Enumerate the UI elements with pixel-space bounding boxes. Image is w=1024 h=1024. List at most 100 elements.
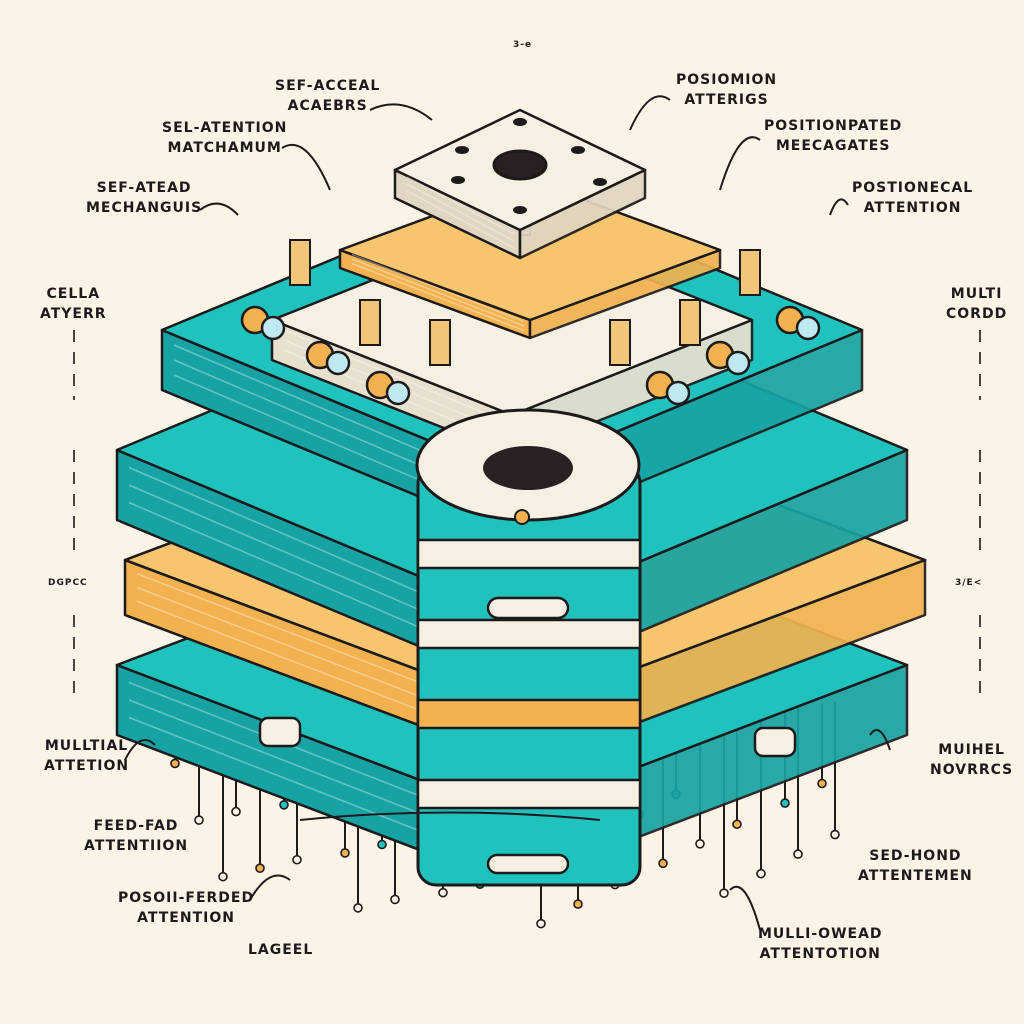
label-line: MUIHEL bbox=[938, 742, 1005, 758]
wire-node bbox=[194, 815, 204, 825]
roller-cap bbox=[665, 380, 691, 406]
label-line: MULLI-OWEAD bbox=[758, 926, 883, 942]
top-cap-dot bbox=[513, 206, 527, 214]
slab-stripe bbox=[406, 176, 515, 235]
wire-node bbox=[377, 839, 387, 850]
leader-line bbox=[249, 874, 291, 901]
label-line: POSIOMION bbox=[676, 72, 778, 88]
top-cap-hole bbox=[492, 149, 548, 181]
leader-line bbox=[299, 811, 601, 821]
roller-cap bbox=[385, 380, 411, 406]
cylinder-band bbox=[416, 698, 642, 730]
wire-node bbox=[218, 871, 228, 882]
label-line: ATTENTIION bbox=[84, 838, 189, 854]
right-side-marker: 3/E< bbox=[955, 578, 983, 588]
pillar bbox=[679, 299, 701, 346]
top-marker: 3-e bbox=[513, 40, 533, 50]
label-line: MULTI bbox=[950, 286, 1003, 302]
pillar bbox=[359, 299, 381, 346]
label-sed-hond: SED-HOND ATTENTEMEN bbox=[858, 846, 973, 886]
wire-node bbox=[817, 778, 827, 789]
label-multi-owead: MULLI-OWEAD ATTENTOTION bbox=[758, 924, 883, 964]
pillar bbox=[289, 239, 311, 286]
wire-node bbox=[793, 849, 803, 859]
roller-cap bbox=[260, 315, 286, 341]
leader-line bbox=[829, 198, 849, 216]
label-line: ACAEBRS bbox=[287, 98, 368, 114]
leader-line bbox=[869, 729, 891, 751]
wire-node bbox=[780, 798, 790, 808]
top-cap-dot bbox=[593, 178, 607, 186]
label-line: MECHANGUIS bbox=[86, 200, 203, 216]
cylinder-slot bbox=[486, 853, 570, 875]
cylinder-band bbox=[416, 538, 642, 570]
wire-node bbox=[695, 838, 705, 849]
label-cella: CELLA ATYERR bbox=[40, 284, 107, 324]
label-line: POSITIONPATED bbox=[764, 118, 903, 134]
slab-stripe bbox=[351, 253, 525, 323]
slab-stripe bbox=[351, 258, 525, 327]
label-line: SED-HOND bbox=[869, 848, 962, 864]
wire-node bbox=[340, 848, 350, 858]
label-lageel: LAGEEL bbox=[248, 940, 313, 960]
pillar bbox=[609, 319, 631, 366]
wire-node bbox=[536, 918, 546, 929]
cylinder-hole bbox=[483, 446, 573, 490]
leader-line bbox=[369, 103, 433, 121]
label-line: CORDD bbox=[946, 306, 1008, 322]
roller-cap bbox=[795, 315, 821, 341]
top-cap-dot bbox=[455, 146, 469, 154]
cylinder-band bbox=[416, 778, 642, 810]
wire-node bbox=[732, 819, 742, 830]
wire-node bbox=[255, 863, 265, 874]
slab-stripe bbox=[406, 183, 515, 242]
label-feed-fad: FEED-FAD ATTENTIION bbox=[84, 816, 188, 856]
side-knob bbox=[753, 726, 797, 758]
leader-line bbox=[199, 202, 239, 216]
label-multi-cordd: MULTI CORDD bbox=[946, 284, 1007, 324]
pillar bbox=[429, 319, 451, 366]
label-mulihel: MUIHEL NOVRRCS bbox=[930, 740, 1013, 780]
label-line: ATTERIGS bbox=[684, 92, 769, 108]
cylinder-slot bbox=[486, 596, 570, 620]
label-line: NOVRRCS bbox=[930, 762, 1014, 778]
label-line: ATTENTION bbox=[863, 200, 962, 216]
label-postionecal: POSTIONECAL ATTENTION bbox=[852, 178, 973, 218]
label-line: ATTETION bbox=[44, 758, 130, 774]
leader-line bbox=[629, 95, 671, 131]
label-line: SEL-ATENTION bbox=[162, 120, 288, 136]
wire-node bbox=[390, 894, 400, 905]
label-line: POSTIONECAL bbox=[852, 180, 974, 196]
label-line: ATTENTOTION bbox=[759, 946, 881, 962]
pillar bbox=[739, 249, 761, 296]
wire-node bbox=[170, 758, 180, 769]
label-line: ATTENTION bbox=[137, 910, 235, 926]
left-side-marker: DGPCC bbox=[48, 578, 88, 588]
central-cylinder bbox=[258, 408, 797, 887]
cylinder-indicator bbox=[514, 509, 530, 525]
label-line: ATTENTEMEN bbox=[858, 868, 973, 884]
roller-cap bbox=[325, 350, 351, 376]
label-line: FEED-FAD bbox=[93, 818, 179, 834]
wire-node bbox=[438, 887, 448, 898]
label-posiomion: POSIOMION ATTERIGS bbox=[676, 70, 777, 110]
slab-stripe bbox=[351, 262, 525, 332]
label-line: SEF-ACCEAL bbox=[275, 78, 381, 94]
leader-line bbox=[719, 136, 761, 191]
label-line: MEECAGATES bbox=[775, 138, 891, 154]
label-positionpated: POSITIONPATED MEECAGATES bbox=[764, 116, 902, 156]
wire-node bbox=[231, 806, 241, 817]
label-line: ATYERR bbox=[40, 306, 107, 322]
wire-node bbox=[292, 854, 302, 865]
wire-node bbox=[830, 829, 840, 840]
wire-node bbox=[756, 868, 766, 879]
top-cap-dot bbox=[451, 176, 465, 184]
label-line: CELLA bbox=[46, 286, 101, 302]
wire-node bbox=[573, 899, 583, 909]
cylinder-band bbox=[416, 618, 642, 650]
wire-node bbox=[719, 888, 729, 899]
